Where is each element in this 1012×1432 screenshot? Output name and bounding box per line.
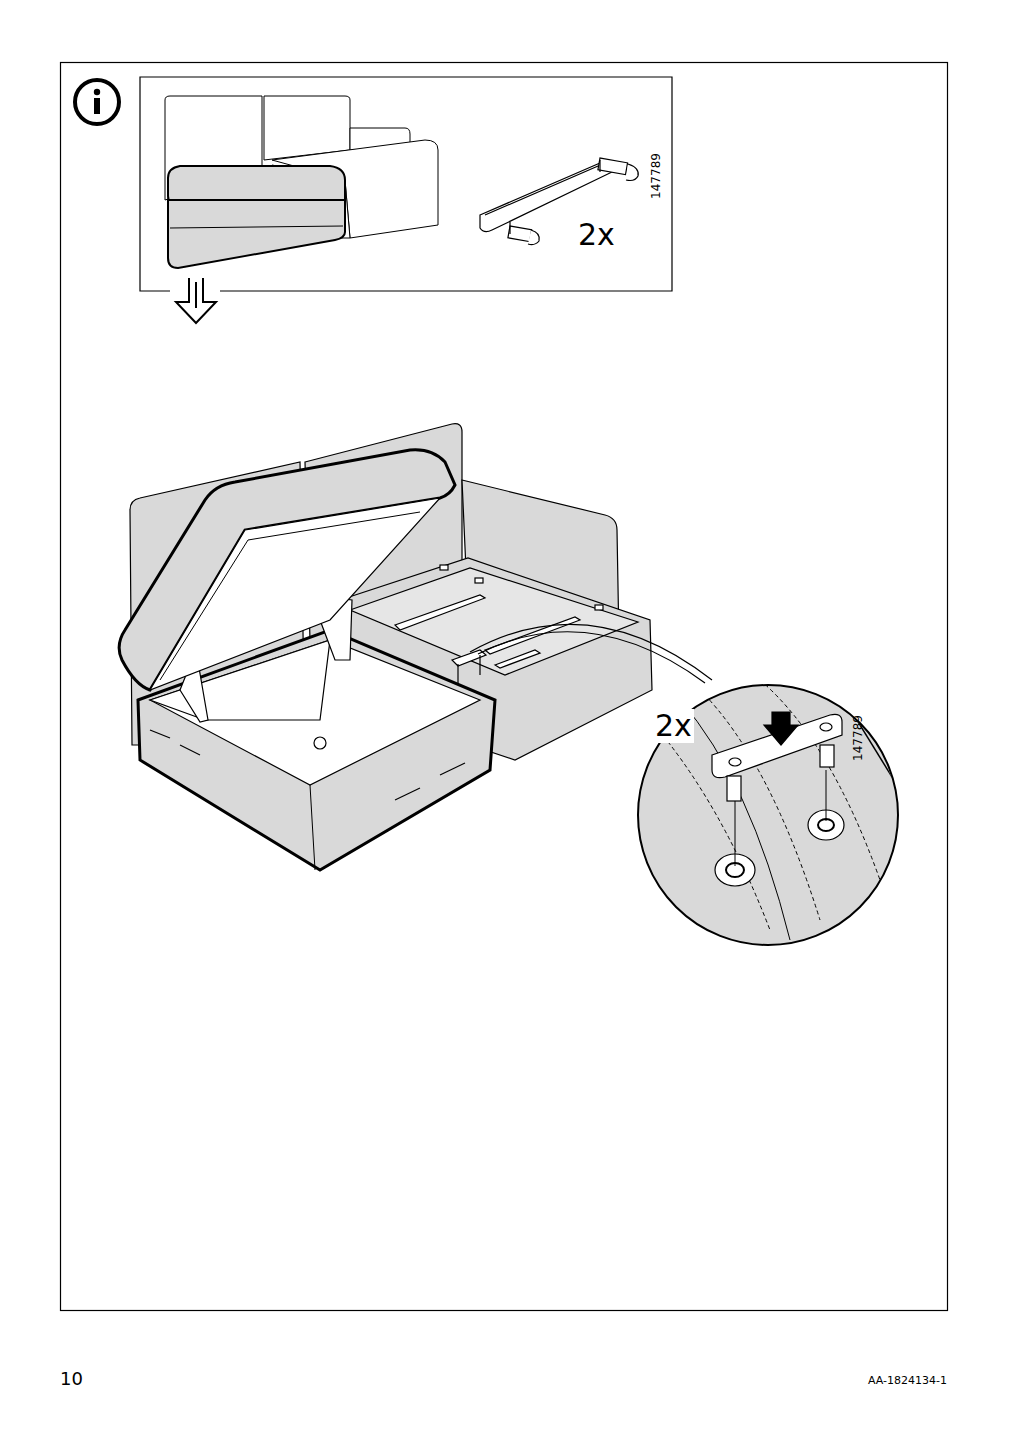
part-number: 147789: [852, 715, 864, 761]
quantity-label: 2x: [653, 709, 694, 743]
part-number: 147789: [650, 153, 662, 199]
page-number: 10: [60, 1370, 83, 1388]
quantity-label: 2x: [578, 220, 615, 250]
document-code: AA-1824134-1: [868, 1375, 947, 1386]
